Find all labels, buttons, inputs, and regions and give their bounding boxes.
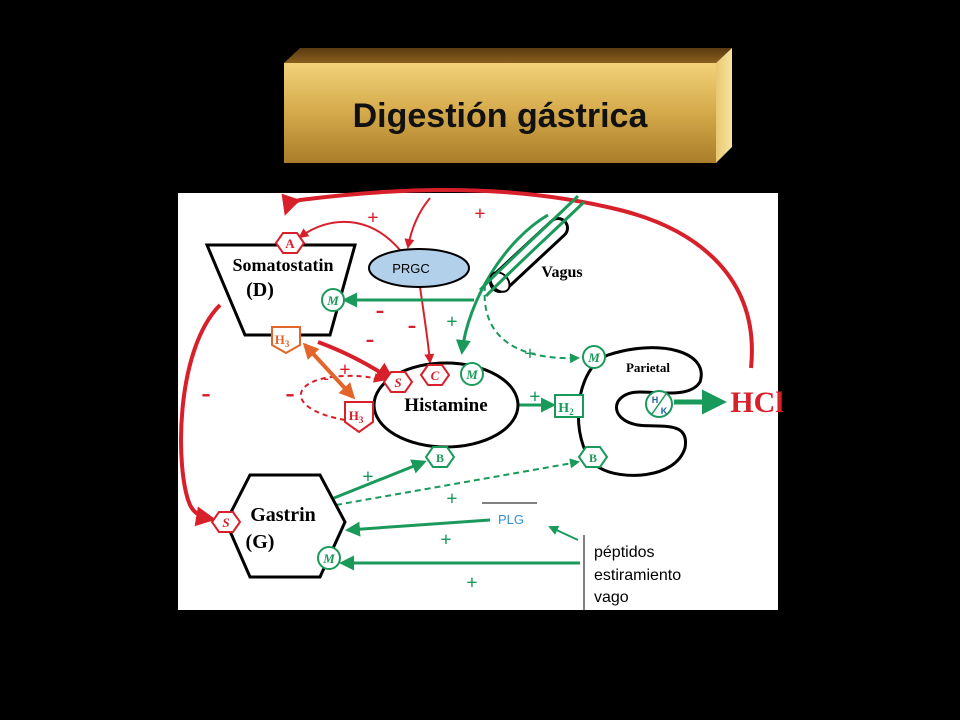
receptor-c: C [419,364,451,386]
prgc-cell: PRGC [368,248,470,288]
receptor-m-label: M [465,367,478,382]
prgc-to-c-arrow [419,286,435,364]
somatostatin-label: Somatostatin [232,255,333,275]
plus-sign: + [474,203,485,225]
receptor-m-label: M [326,293,339,308]
vagus-to-histamine-arrow [455,213,549,355]
receptor-s-histamine: S [382,371,414,393]
receptor-m-label: M [322,551,335,566]
page-title: Digestión gástrica [353,97,649,135]
gastrin-label: Gastrin [250,504,316,526]
receptor-b-label: B [589,451,597,465]
vagus-label: Vagus [541,264,582,281]
receptor-s-gastrin: S [210,511,242,533]
stimulus-peptides: péptidos [594,544,655,561]
plus-sign: + [367,207,378,229]
receptor-a-label: A [285,236,295,251]
receptor-c-label: C [431,368,440,383]
vagus-to-parietal-dashed [483,284,580,364]
somatostatin-cell: Somatostatin (D) [204,243,357,337]
receptor-m-histamine: M [460,362,484,386]
receptor-b-label: B [436,451,444,465]
minus-sign: - [323,370,328,387]
gastrin-g-label: (G) [246,531,275,553]
h3-double-arrow [302,342,356,400]
receptor-h3-label: H3 [275,332,290,349]
stimulus-stretch: estiramiento [594,567,681,584]
somatostatin-to-gastrin-arrow [179,303,222,527]
minus-sign: - [408,310,417,339]
plg-label: PLG [498,512,524,527]
receptor-h3-somatostatin: H3 [271,326,301,355]
proton-pump: H K [645,390,673,418]
plus-sign: + [440,529,451,551]
plus-sign: + [529,386,540,408]
plus-sign: + [339,359,350,381]
plus-sign: + [446,488,457,510]
receptor-m-parietal: M [582,345,606,369]
gastrin-to-histamine-b-arrow [333,459,427,500]
receptor-m-label: M [587,350,600,365]
stimuli-to-plg-arrow [548,525,579,541]
stimulatory-arrows [333,213,727,571]
plus-sign: + [446,311,457,333]
gastrin-to-parietal-b-dashed [335,458,580,506]
receptor-a: A [274,232,306,254]
receptor-s-label: S [394,375,401,390]
stimulus-vagus: vago [594,589,629,606]
hcl-feedback-arrow [281,188,754,369]
stimuli-box: péptidos estiramiento vago [583,535,681,610]
minus-sign: - [201,378,210,409]
prgc-to-a-arrow [298,220,401,251]
receptor-b-parietal: B [577,446,609,468]
top-to-prgc-arrow [404,197,431,249]
minus-sign: - [376,295,385,324]
plg-box: PLG [482,502,537,527]
minus-sign: - [366,324,375,353]
minus-sign: - [285,378,294,409]
receptor-s-label: S [222,515,229,530]
histamine-label: Histamine [404,395,487,416]
vagus-nerve: Vagus [478,194,586,298]
prgc-label: PRGC [392,261,430,276]
receptor-h2-label: H2 [558,401,574,417]
receptor-h3-label: H3 [349,408,364,425]
pump-h-label: H [652,395,659,405]
title-banner: Digestión gástrica [284,48,732,163]
diagram-panel: Somatostatin (D) Gastrin (G) Histamine P… [178,188,784,610]
parietal-label: Parietal [626,360,670,375]
receptor-h3-histamine: H3 [344,401,374,434]
plus-sign: + [466,572,477,594]
plus-sign: + [362,466,373,488]
plg-to-gastrin-arrow [345,518,491,537]
receptor-m-somatostatin: M [321,288,345,312]
plus-sign: + [524,343,535,365]
somatostatin-d-label: (D) [246,279,274,301]
pump-k-label: K [661,406,668,416]
receptor-h2: H2 [554,394,584,418]
receptor-m-gastrin: M [317,546,341,570]
hcl-label: HCl [730,386,783,419]
receptor-b-histamine: B [424,446,456,468]
